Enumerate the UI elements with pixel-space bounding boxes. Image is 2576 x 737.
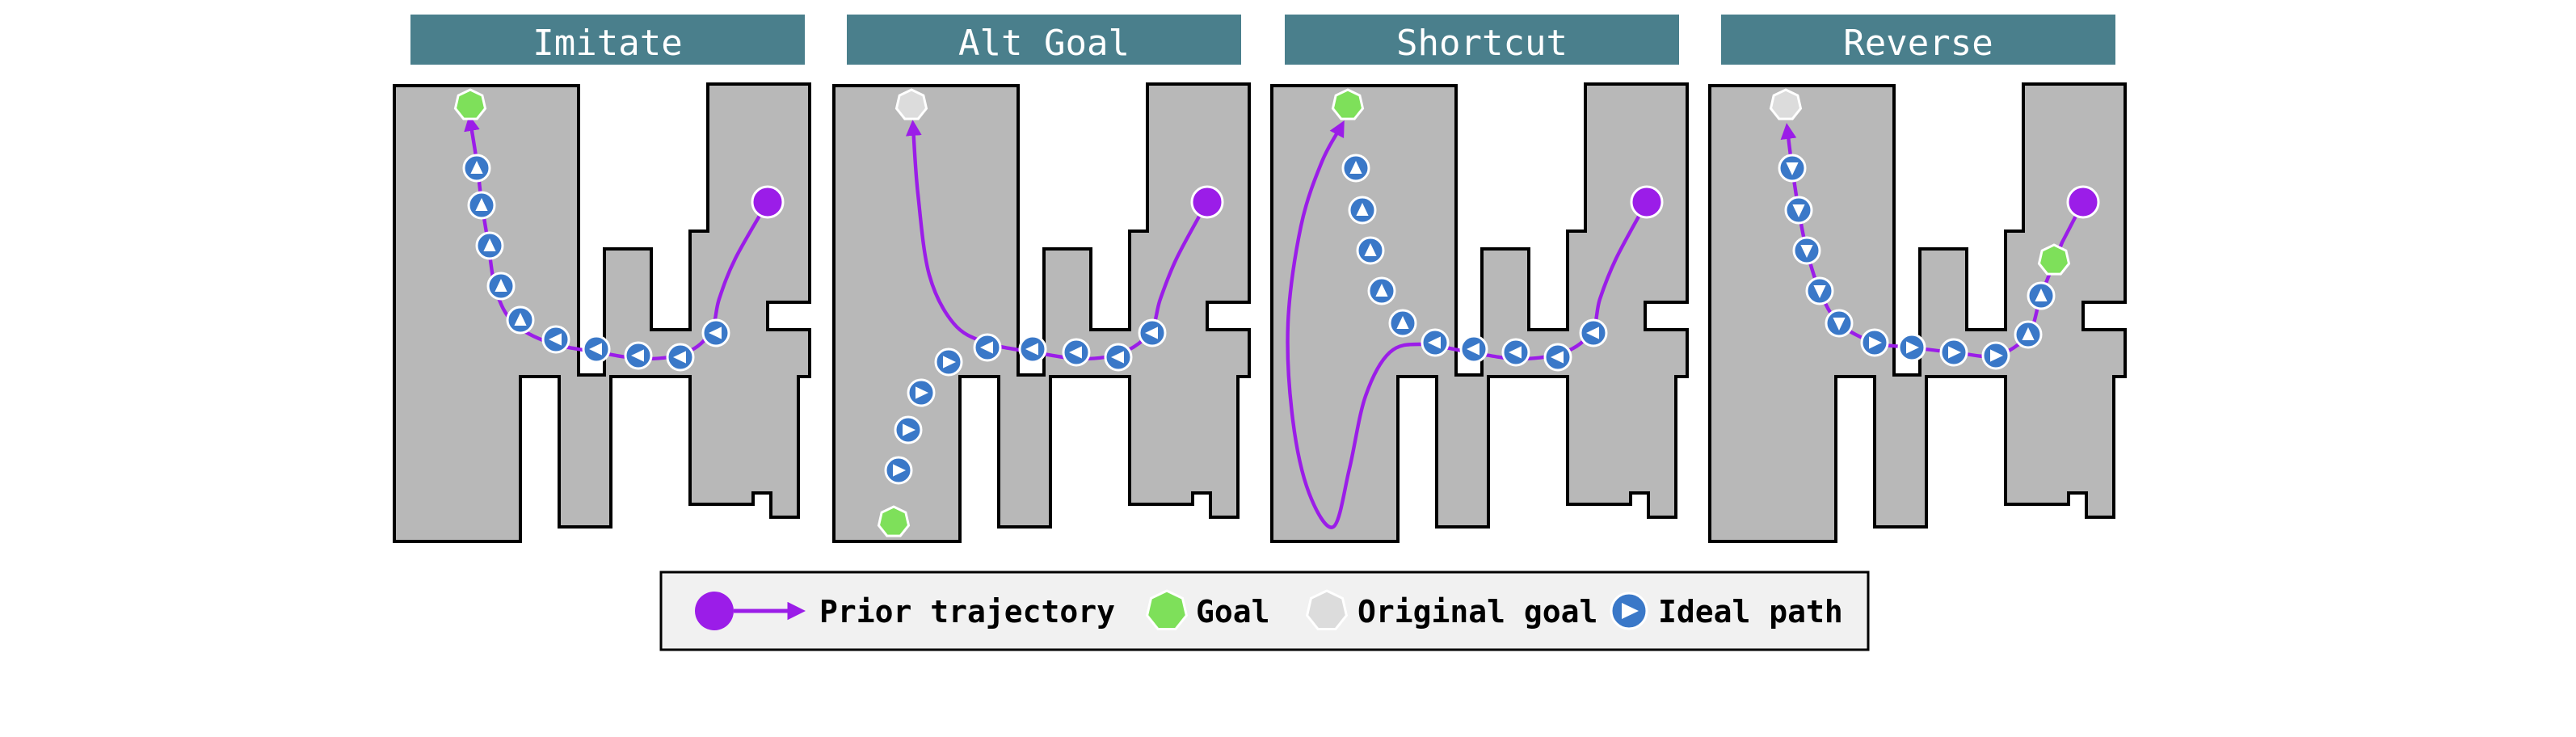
ideal-path-marker: [1341, 154, 1370, 183]
ideal-path-marker: [1825, 309, 1854, 338]
original-goal-marker: [1769, 88, 1803, 120]
ideal-path-marker: [1543, 343, 1572, 372]
goal-marker: [2037, 243, 2071, 276]
ideal-path-marker: [624, 341, 653, 370]
ideal-path-marker: [1579, 318, 1608, 347]
start-marker: [1630, 185, 1664, 219]
goal-marker: [1331, 88, 1365, 120]
ideal-path-marker: [467, 191, 496, 220]
ideal-path-marker: [1501, 338, 1530, 367]
goal-marker: [453, 88, 487, 120]
title-alt-goal: Alt Goal: [958, 23, 1130, 64]
ideal-path-marker: [1421, 328, 1450, 357]
ideal-path-layer: [462, 154, 2056, 485]
ideal-path-marker: [2027, 281, 2056, 310]
ideal-path-marker: [1018, 335, 1047, 364]
ideal-path-marker: [541, 325, 570, 354]
maze-reverse: [1708, 82, 2127, 543]
ideal-path-marker: [1778, 154, 1807, 183]
ideal-path-marker: [1459, 335, 1488, 364]
panel-title-bars: Imitate Alt Goal Shortcut Reverse: [410, 15, 2115, 65]
ideal-path-marker: [582, 335, 611, 364]
goal-marker: [877, 505, 911, 537]
ideal-path-marker: [1939, 338, 1968, 367]
ideal-path-marker: [1104, 343, 1133, 372]
title-imitate: Imitate: [532, 23, 682, 64]
ideal-path-marker: [486, 272, 516, 301]
title-bar-shortcut: [1285, 15, 1679, 65]
maze-imitate: [393, 82, 811, 543]
ideal-path-marker: [475, 231, 504, 260]
title-bar-reverse: [1721, 15, 2115, 65]
ideal-path-marker: [666, 343, 695, 372]
maze-floor: [1270, 82, 1689, 543]
ideal-path-marker: [2014, 320, 2043, 349]
maze-floor: [832, 82, 1251, 543]
ideal-path-marker: [1367, 276, 1396, 305]
legend-original-goal-marker: [1305, 589, 1349, 631]
ideal-path-marker: [1897, 333, 1926, 362]
ideal-path-marker: [1388, 309, 1417, 338]
ideal-path-marker: [1784, 196, 1813, 225]
legend: Prior trajectory Goal Original goal Idea…: [659, 571, 1870, 651]
title-reverse: Reverse: [1843, 23, 1993, 64]
marker-layer: [453, 88, 2100, 537]
legend-ideal-path-label: Ideal path: [1658, 594, 1843, 630]
start-marker: [1190, 185, 1224, 219]
legend-ideal-path-marker: [1610, 592, 1648, 630]
maze-maps: [393, 82, 2127, 543]
ideal-path-marker: [1981, 341, 2010, 370]
legend-goal-marker: [1145, 589, 1189, 631]
ideal-path-marker: [506, 305, 535, 335]
title-bar-imitate: [410, 15, 805, 65]
legend-original-goal-label: Original goal: [1357, 594, 1597, 630]
start-marker: [751, 185, 785, 219]
ideal-path-marker: [1356, 236, 1385, 265]
ideal-path-marker: [1792, 236, 1821, 265]
ideal-path-marker: [1348, 196, 1377, 225]
ideal-path-marker: [1805, 276, 1834, 305]
maze-floor: [393, 82, 811, 543]
legend-prior-trajectory-label: Prior trajectory: [819, 594, 1115, 630]
maze-shortcut: [1270, 82, 1689, 543]
legend-goal-label: Goal: [1196, 594, 1270, 630]
legend-box: [659, 571, 1870, 651]
ideal-path-marker: [1860, 328, 1889, 357]
ideal-path-marker: [934, 347, 963, 377]
maze-alt-goal: [832, 82, 1251, 543]
ideal-path-marker: [884, 456, 913, 485]
title-bar-alt-goal: [847, 15, 1241, 65]
title-shortcut: Shortcut: [1396, 23, 1568, 64]
ideal-path-marker: [973, 333, 1002, 362]
ideal-path-marker: [1138, 318, 1167, 347]
original-goal-marker: [894, 88, 928, 120]
maze-floor: [1708, 82, 2127, 543]
ideal-path-marker: [1062, 338, 1091, 367]
start-marker: [2066, 185, 2100, 219]
legend-start-marker: [695, 592, 734, 630]
ideal-path-marker: [701, 318, 730, 347]
ideal-path-marker: [894, 415, 923, 444]
ideal-path-marker: [907, 378, 936, 407]
ideal-path-marker: [462, 154, 491, 183]
